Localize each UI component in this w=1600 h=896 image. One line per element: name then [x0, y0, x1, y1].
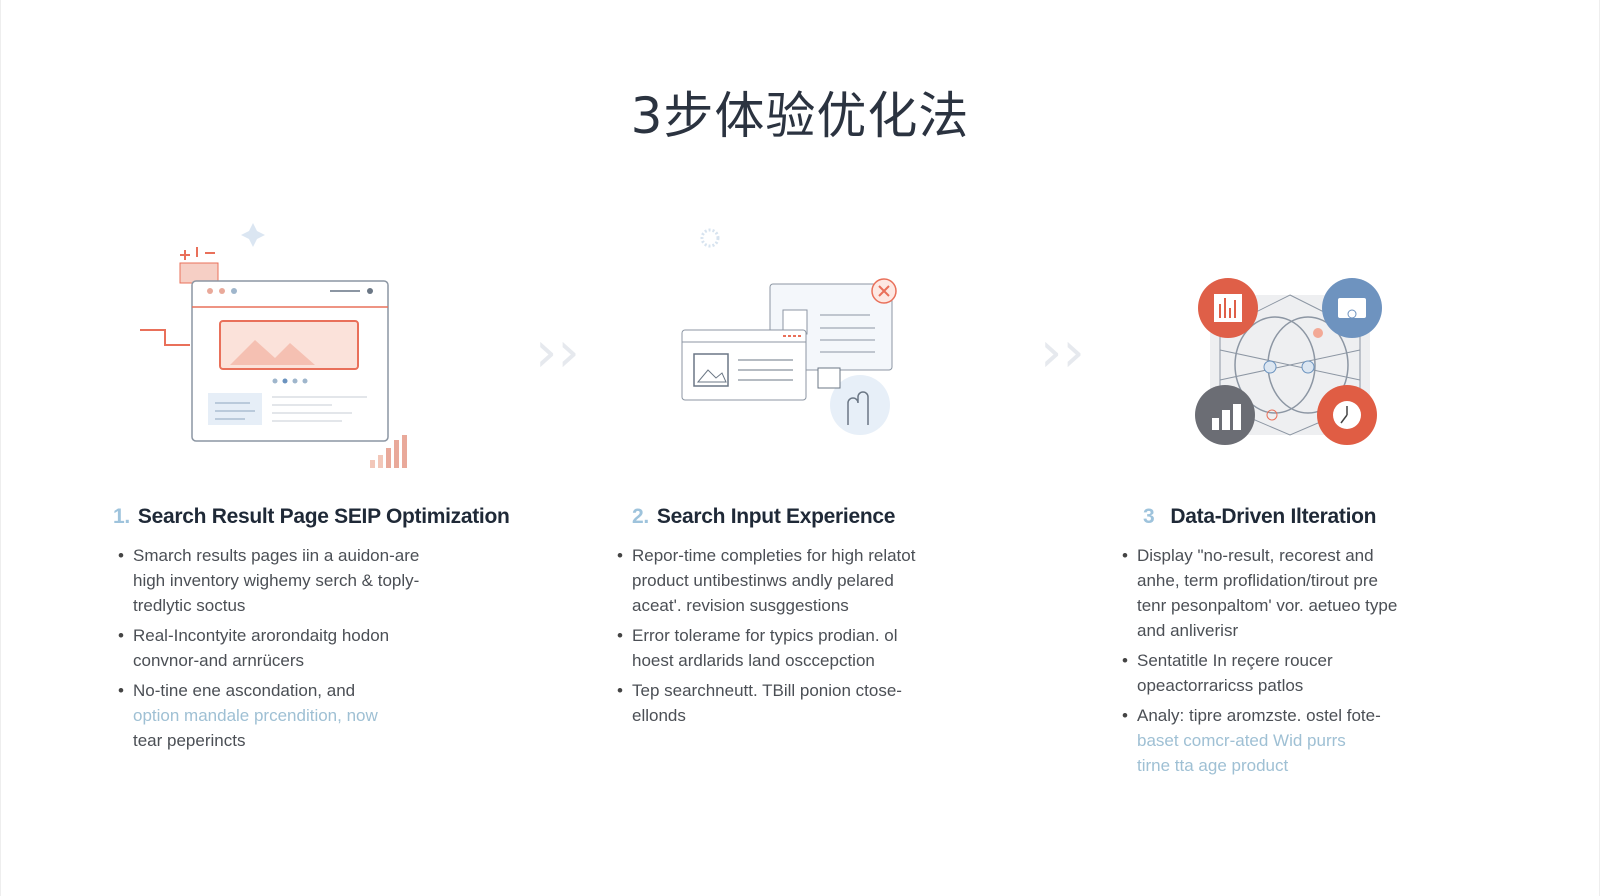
bullet-line: aceat'. revision susggestions [632, 596, 849, 615]
bullet-item: Error tolerame for typics prodian. ol hoe… [617, 623, 915, 673]
bullet-line: product untibestinws andly pelared [632, 571, 894, 590]
step-heading: 2. Search Input Experience [632, 505, 915, 529]
bullet-line: anhe, term proflidation/tirout pre [1137, 571, 1378, 590]
bullet-line: hoest ardlarids land osccepction [632, 651, 875, 670]
step-number: 3 [1143, 505, 1155, 528]
search-input-illustration [681, 228, 897, 435]
bullet-line: Real-Incontyite arorondaitg hodon [133, 626, 390, 645]
step-number: 1. [113, 505, 130, 528]
bullet-line: high inventory wighemy serch & toply- [133, 571, 420, 590]
search-results-page-illustration [140, 223, 407, 468]
step-number: 2. [632, 505, 649, 528]
step-1: 1. Search Result Page SEIP Optimization S… [113, 505, 510, 758]
bullet-line: Display "no-result, recorest and [1137, 546, 1374, 565]
bullet-item: Analy: tipre aromzste. ostel fote-baset … [1122, 703, 1397, 778]
step-heading: 1. Search Result Page SEIP Optimization [113, 505, 510, 529]
bullet-item: Real-Incontyite arorondaitg hodon convnor… [118, 623, 510, 673]
step-heading: 3 Data-Driven Ilteration [1143, 505, 1397, 529]
data-iteration-illustration [1195, 278, 1382, 445]
bullet-line: tredlytic soctus [133, 596, 246, 615]
bullet-line: convnor-and arnrücers [133, 651, 305, 670]
bullet-line: Repor-time completies for high relatot [632, 546, 916, 565]
step-title: Search Input Experience [656, 505, 896, 528]
bullet-item: Display "no-result, recorest and anhe, te… [1122, 543, 1397, 643]
bullet-item: No-tine ene ascondation, and option manda… [118, 678, 510, 753]
step-3: 3 Data-Driven Ilteration Display "no-resu… [1122, 505, 1397, 783]
bullet-line: ellonds [632, 706, 686, 725]
bullet-line: baset comcr-ated Wid purrs [1137, 731, 1346, 750]
chevron-right-icon: ›› [535, 320, 580, 385]
bullet-line: opeactorraricss patlos [1137, 676, 1304, 695]
bullet-item: Smarch results pages iin a auidon-are hig… [118, 543, 510, 618]
bullet-item: Repor-time completies for high relatot pr… [617, 543, 915, 618]
bullet-item: Tep searchneutt. TBill ponion ctose-ello… [617, 678, 915, 728]
bullet-line: Tep searchneutt. TBill ponion ctose- [632, 681, 902, 700]
step-title: Search Result Page SEIP Optimization [137, 505, 510, 528]
bullet-line: tear peperincts [133, 731, 246, 750]
bullet-line: tenr pesonpaltom' vor. aetueo type [1137, 596, 1398, 615]
step-2: 2. Search Input Experience Repor-time com… [617, 505, 915, 733]
bullet-line: tirne tta age product [1137, 756, 1289, 775]
bullet-line: option mandale prcendition, now [133, 706, 378, 725]
bullet-line: Analy: tipre aromzste. ostel fote- [1137, 706, 1381, 725]
chevron-right-icon: ›› [1040, 320, 1085, 385]
page-title: 3步体验优化法 [630, 87, 970, 145]
bullet-line: Smarch results pages iin a auidon-are [133, 546, 420, 565]
bullet-line: No-tine ene ascondation, and [133, 681, 356, 700]
bullet-line: and anliverisr [1137, 621, 1239, 640]
bullet-line: Sentatitle In reçere roucer [1137, 651, 1333, 670]
bullet-line: Error tolerame for typics prodian. ol [632, 626, 898, 645]
step-title: Data-Driven Ilteration [1170, 505, 1377, 528]
bullet-item: Sentatitle In reçere roucer opeactorraric… [1122, 648, 1397, 698]
